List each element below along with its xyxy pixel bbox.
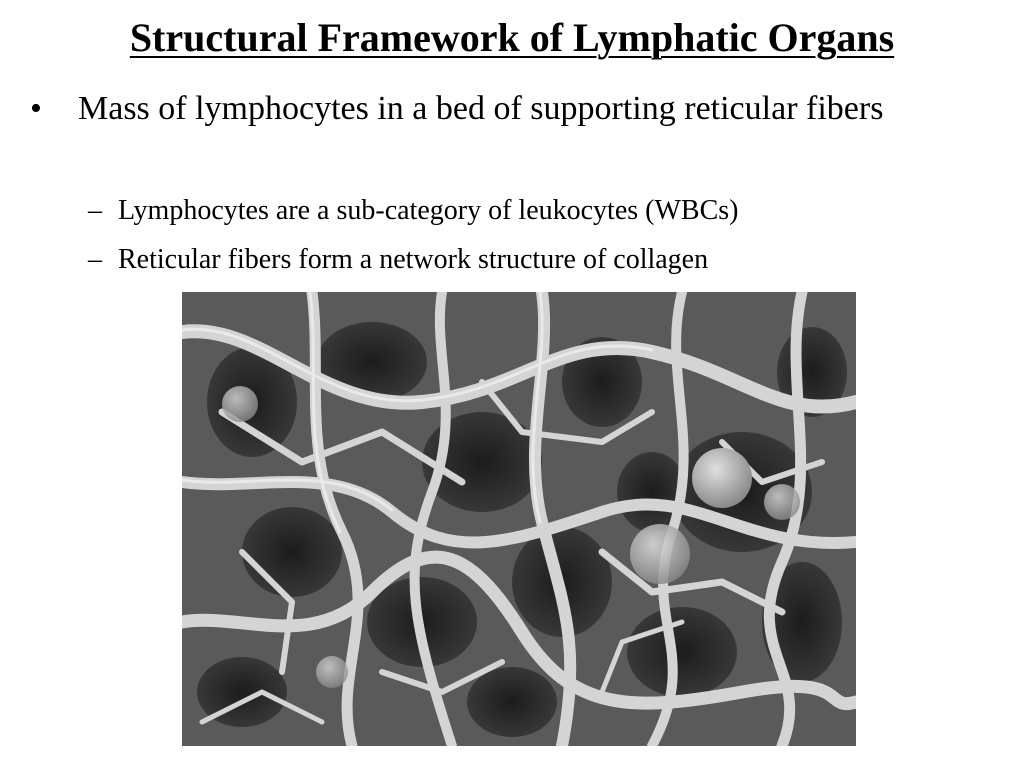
lymphocyte-cell (692, 448, 752, 508)
main-bullet: • Mass of lymphocytes in a bed of suppor… (30, 86, 990, 132)
main-bullet-text: Mass of lymphocytes in a bed of supporti… (78, 90, 884, 127)
sub-bullet-marker: – (88, 244, 102, 275)
sub-bullet-reticular-fibers: –Reticular fibers form a network structu… (88, 242, 988, 278)
bullet-marker: • (30, 90, 42, 127)
lymphocyte-cell (764, 484, 800, 520)
micrograph-image (182, 292, 856, 746)
sub-bullet-marker: – (88, 195, 102, 226)
slide-title: Structural Framework of Lymphatic Organs (129, 15, 895, 60)
lymphocyte-cell (316, 656, 348, 688)
lymphocyte-cell (222, 386, 258, 422)
lymphocyte-cell (630, 524, 690, 584)
sub-bullet-text: Reticular fibers form a network structur… (118, 244, 709, 275)
sub-bullet-text: Lymphocytes are a sub-category of leukoc… (118, 195, 739, 226)
sub-bullet-lymphocytes: –Lymphocytes are a sub-category of leuko… (88, 193, 988, 229)
micrograph-illustration (182, 292, 856, 746)
micrograph-fibers (182, 292, 856, 746)
micrograph-highlights (182, 292, 654, 534)
